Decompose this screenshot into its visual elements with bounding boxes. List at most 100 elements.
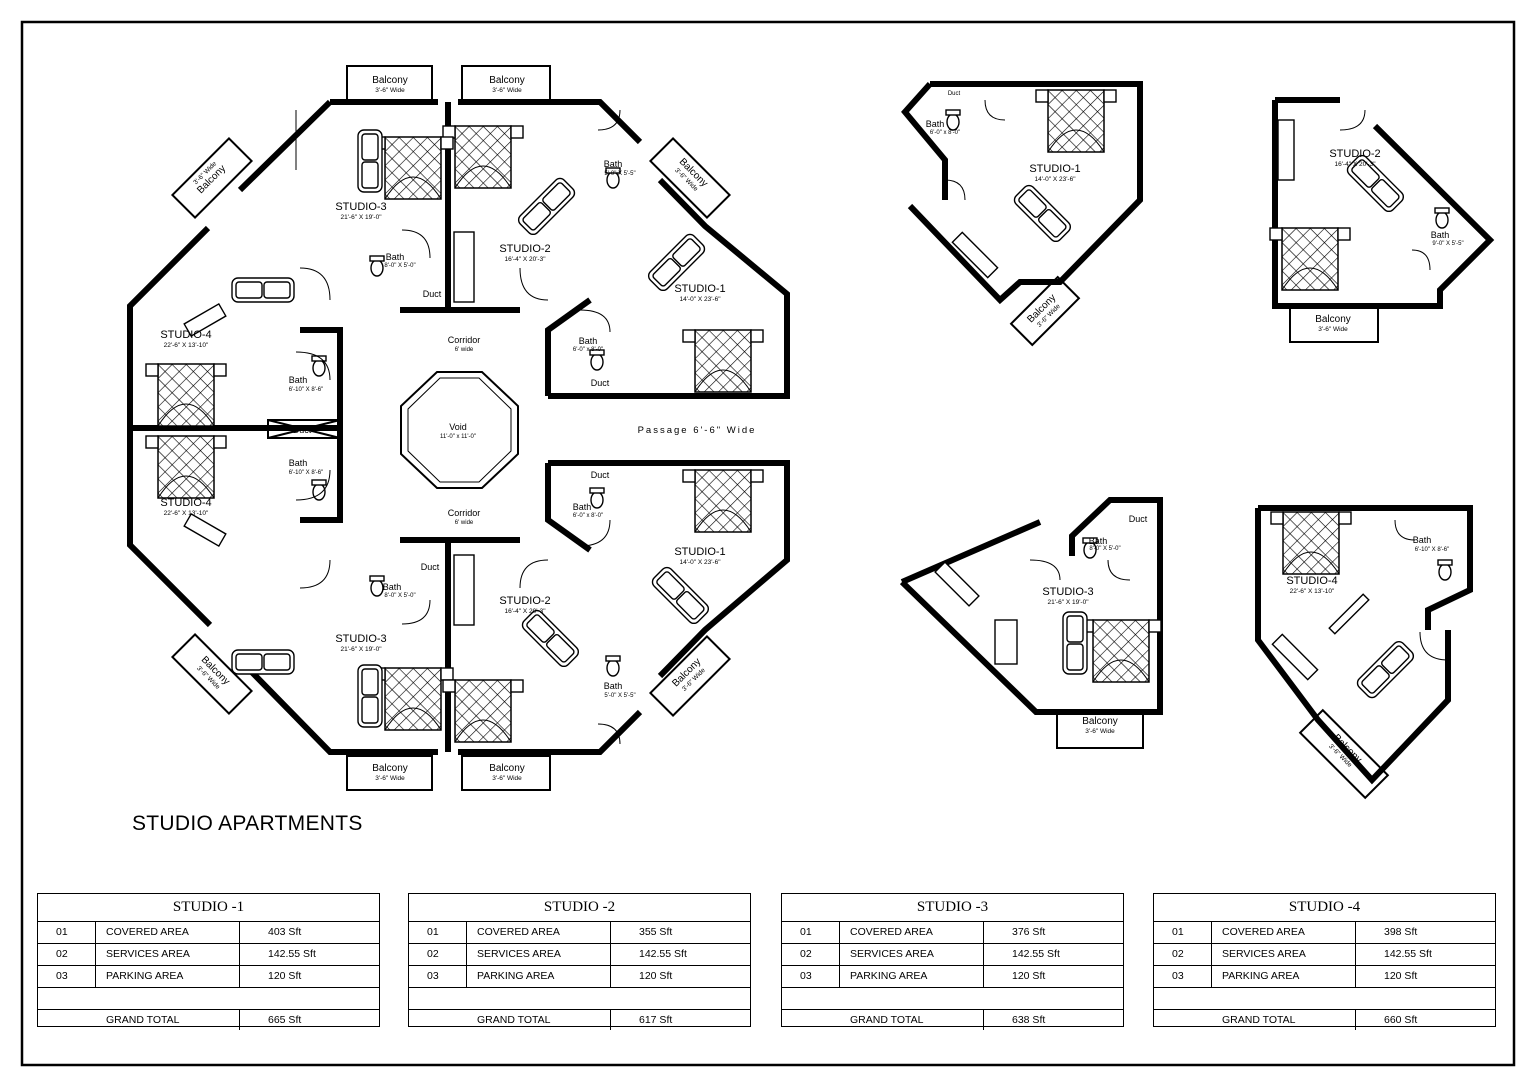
detail-s4-bath-dim: 6'-10" X 8'-6": [1415, 547, 1450, 553]
row-item: SERVICES AREA: [467, 944, 611, 965]
bath-s4-top-dim: 6'-10" X 8'-6": [289, 387, 324, 393]
row-value: 355 Sft: [639, 926, 673, 938]
bath-s1-bottom: Bath: [573, 502, 592, 512]
bath-s2-bottom-dim: 5'-0" X 5'-5": [604, 693, 635, 699]
table-row: 01 COVERED AREA 398 Sft: [1154, 922, 1495, 944]
corridor-bottom-width: 6' wide: [455, 520, 474, 526]
table-row: 03 PARKING AREA 120 Sft: [409, 966, 750, 988]
row-value: 142.55 Sft: [1384, 948, 1432, 960]
duct-bottom: Duct: [421, 562, 440, 572]
row-value: 142.55 Sft: [639, 948, 687, 960]
row-number: 01: [409, 922, 467, 943]
balcony-bottom-left: [346, 755, 433, 791]
row-value: 120 Sft: [268, 970, 302, 982]
bath-s2-bottom: Bath: [604, 681, 623, 691]
table-row: 03 PARKING AREA 120 Sft: [782, 966, 1123, 988]
row-item: SERVICES AREA: [840, 944, 984, 965]
void-label: Void: [449, 422, 467, 432]
detail-studio-2: STUDIO-2 16'-4" X 20'-3" Bath 9'-0" X 5'…: [1269, 97, 1495, 343]
balcony-br-width: 3'-6" Wide: [492, 775, 522, 782]
s2-top-dim: 16'-4" X 20'-3": [504, 256, 546, 263]
bed-s1-top: [682, 329, 764, 393]
table-row: 03 PARKING AREA 120 Sft: [1154, 966, 1495, 988]
row-value: 120 Sft: [1012, 970, 1046, 982]
toilet-s3-top: [369, 255, 385, 277]
detail-s3-bath-dim: 8'-0" X 5'-0": [1089, 546, 1120, 552]
corridor-top-label: Corridor: [448, 335, 481, 345]
s3-top-name: STUDIO-3: [335, 201, 386, 213]
row-item: PARKING AREA: [1212, 966, 1356, 987]
table-title: STUDIO -3: [782, 894, 1123, 922]
detail-s3-balcony: Balcony: [1082, 716, 1118, 727]
s3-top-dim: 21'-6" X 19'-0": [340, 214, 382, 221]
total-label: GRAND TOTAL: [840, 1010, 984, 1030]
s2-bottom-dim: 16'-4" X 20'-3": [504, 608, 546, 615]
balcony-bottom-right: [461, 755, 551, 791]
row-value: 142.55 Sft: [1012, 948, 1060, 960]
bath-s4-bottom: Bath: [289, 458, 308, 468]
row-item: PARKING AREA: [840, 966, 984, 987]
row-item: SERVICES AREA: [1212, 944, 1356, 965]
total-label: GRAND TOTAL: [96, 1010, 240, 1030]
total-row: GRAND TOTAL 665 Sft: [38, 1010, 379, 1030]
balcony-top-left: [346, 65, 433, 101]
row-number: 02: [1154, 944, 1212, 965]
blank-row: [409, 988, 750, 1010]
table-title: STUDIO -2: [409, 894, 750, 922]
row-number: 02: [409, 944, 467, 965]
bath-s3-bottom: Bath: [383, 582, 402, 592]
core-walls: [400, 297, 592, 553]
s4-top-name: STUDIO-4: [160, 329, 211, 341]
row-value: 398 Sft: [1384, 926, 1418, 938]
table-row: 01 COVERED AREA 355 Sft: [409, 922, 750, 944]
main-outer-wall-top: [330, 99, 790, 399]
balcony-tl-label: Balcony: [372, 75, 408, 86]
table-title: STUDIO -1: [38, 894, 379, 922]
row-item: COVERED AREA: [1212, 922, 1356, 943]
balcony-tl-width: 3'-6" Wide: [375, 87, 405, 94]
detail-s2-bath-dim: 9'-0" X 5'-5": [1432, 241, 1463, 247]
balcony-tr-label: Balcony: [489, 75, 525, 86]
s2-bottom-name: STUDIO-2: [499, 595, 550, 607]
row-item: COVERED AREA: [840, 922, 984, 943]
total-row: GRAND TOTAL 660 Sft: [1154, 1010, 1495, 1030]
s4-bottom-name: STUDIO-4: [160, 497, 211, 509]
table-row: 01 COVERED AREA 403 Sft: [38, 922, 379, 944]
s1-top-dim: 14'-0" X 23'-6": [679, 296, 721, 303]
bed-s3-top: [372, 136, 454, 200]
row-item: PARKING AREA: [96, 966, 240, 987]
row-item: COVERED AREA: [467, 922, 611, 943]
central-duct: [267, 419, 341, 439]
sofa-s3-bottom: [357, 664, 383, 728]
bed-s2-top: [442, 125, 524, 189]
s1-bottom-name: STUDIO-1: [674, 546, 725, 558]
bath-s2-top-dim: 5'-0" X 5'-5": [604, 171, 635, 177]
detail-s4-bath: Bath: [1413, 535, 1432, 545]
detail-s1-dim: 14'-0" X 23'-6": [1034, 176, 1076, 183]
s1-top-name: STUDIO-1: [674, 283, 725, 295]
row-value: 120 Sft: [1384, 970, 1418, 982]
detail-studio-4: STUDIO-4 22'-6" X 13'-10" Bath 6'-10" X …: [1255, 505, 1473, 800]
balcony-bl-label: Balcony: [372, 763, 408, 774]
bed-s4-top: [145, 363, 227, 427]
bed-s1-bottom: [682, 469, 764, 533]
bed-s4-bottom: [145, 435, 227, 499]
bed-s3-bottom: [372, 667, 454, 731]
detail-s4-dim: 22'-6" X 13'-10": [1290, 588, 1335, 595]
bath-s1-top: Bath: [579, 336, 598, 346]
bed-s2-bottom: [442, 679, 524, 743]
row-number: 01: [782, 922, 840, 943]
toilet-s2-bottom: [605, 655, 621, 677]
toilet-s1-bottom: [589, 487, 605, 509]
table-row: 02 SERVICES AREA 142.55 Sft: [782, 944, 1123, 966]
bath-s3-top: Bath: [386, 252, 405, 262]
row-number: 03: [409, 966, 467, 987]
passage-label: Passage 6'-6" Wide: [638, 425, 757, 436]
balcony-tr-width: 3'-6" Wide: [492, 87, 522, 94]
s3-bottom-name: STUDIO-3: [335, 633, 386, 645]
toilet-s1-top: [589, 349, 605, 371]
duct-top: Duct: [423, 289, 442, 299]
row-number: 03: [782, 966, 840, 987]
bath-s3-bottom-dim: 8'-0" X 5'-0": [384, 593, 415, 599]
blank-row: [38, 988, 379, 1010]
